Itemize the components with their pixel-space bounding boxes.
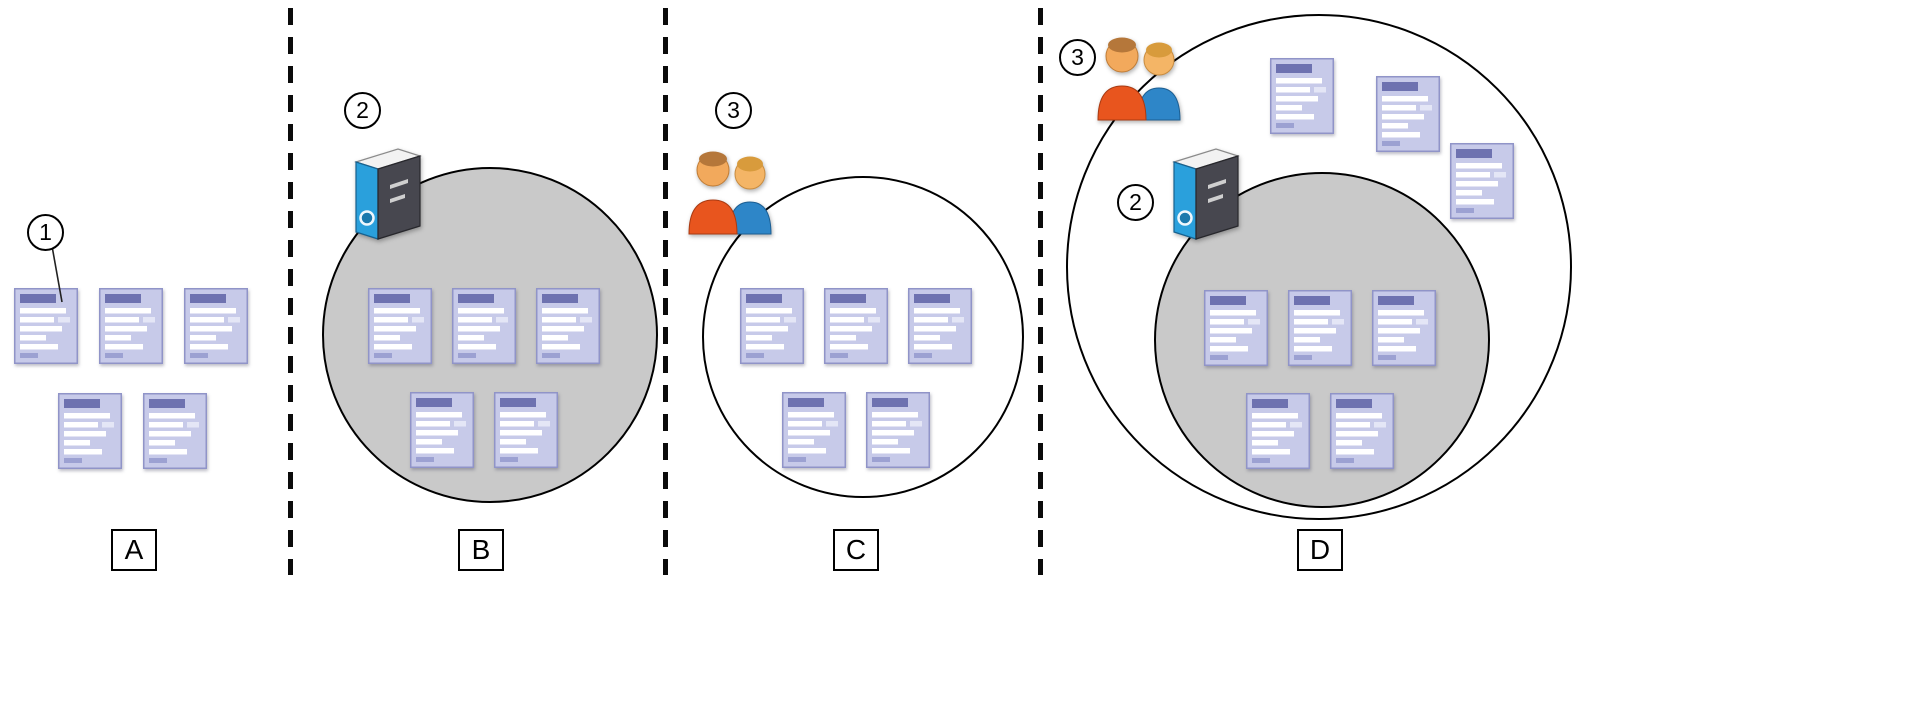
document-icon <box>1450 143 1514 219</box>
callout-3: 3 <box>1059 39 1096 76</box>
panel-label-b: B <box>458 529 504 571</box>
panel-divider-2 <box>663 8 668 575</box>
panel-label-d: D <box>1297 529 1343 571</box>
document-icon <box>1246 393 1310 469</box>
callout-3: 3 <box>715 92 752 129</box>
document-icon <box>1204 290 1268 366</box>
panel-label-a: A <box>111 529 157 571</box>
panel-divider-1 <box>288 8 293 575</box>
document-icon <box>1288 290 1352 366</box>
two-users-icon <box>1092 34 1194 122</box>
callout-1-connector-line <box>51 245 63 303</box>
document-icon <box>1270 58 1334 134</box>
document-icon <box>1330 393 1394 469</box>
panel-label-c: C <box>833 529 879 571</box>
callout-2: 2 <box>1117 184 1154 221</box>
panel-divider-3 <box>1038 8 1043 575</box>
document-icon <box>1372 290 1436 366</box>
callout-2: 2 <box>344 92 381 129</box>
binder-icon <box>1164 144 1244 242</box>
document-icon <box>1376 76 1440 152</box>
callout-1: 1 <box>27 214 64 251</box>
